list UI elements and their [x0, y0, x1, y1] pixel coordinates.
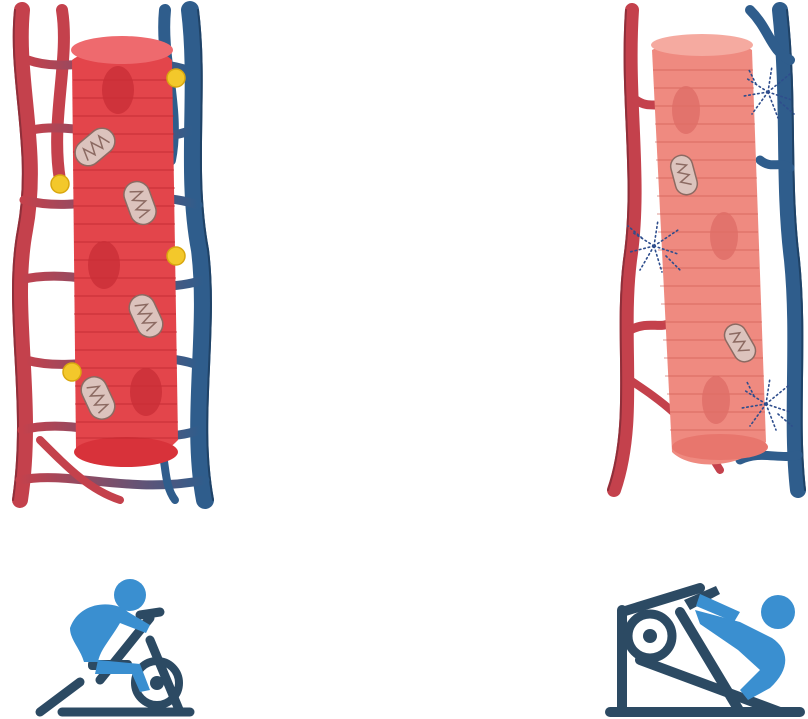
lipid-droplet	[167, 247, 185, 265]
lipid-droplet	[63, 363, 81, 381]
nucleus	[102, 66, 134, 114]
leg-press-icon	[610, 586, 800, 712]
nucleus	[88, 241, 120, 289]
endurance-panel	[13, 10, 213, 712]
lipid-droplet	[167, 69, 185, 87]
nucleus	[710, 212, 738, 260]
nucleus	[672, 86, 700, 134]
oxidative-muscle-fiber	[70, 36, 178, 467]
glycolytic-muscle-fiber	[651, 34, 768, 464]
exercise-bike-icon	[40, 579, 190, 712]
nucleus	[702, 376, 730, 424]
nucleus	[130, 368, 162, 416]
resistance-panel	[608, 10, 805, 712]
lipid-droplet	[51, 175, 69, 193]
